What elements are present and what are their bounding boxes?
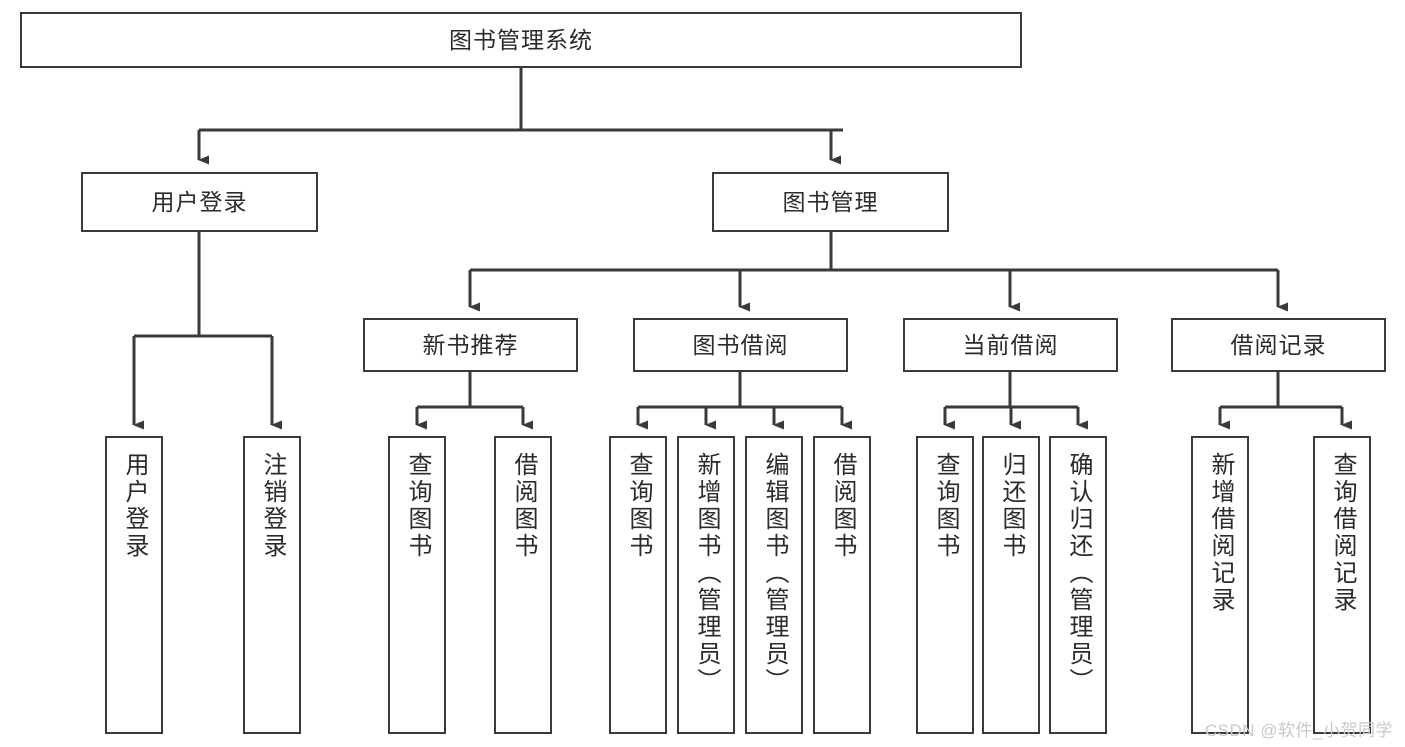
node-leaf-add-record-label: 新增借阅记录: [1206, 452, 1234, 614]
node-leaf-return-book[interactable]: 归还图书: [982, 436, 1040, 734]
node-leaf-add-book[interactable]: 新增图书（管理员）: [677, 436, 735, 734]
node-leaf-confirm-return-label: 确认归还（管理员）: [1064, 452, 1092, 695]
node-root[interactable]: 图书管理系统: [20, 12, 1022, 68]
node-leaf-confirm-return[interactable]: 确认归还（管理员）: [1049, 436, 1107, 734]
node-leaf-add-record[interactable]: 新增借阅记录: [1191, 436, 1249, 734]
node-leaf-user-login-label: 用户登录: [120, 452, 148, 560]
node-root-label: 图书管理系统: [449, 26, 593, 53]
node-leaf-add-book-label: 新增图书（管理员）: [692, 452, 720, 695]
node-new-book-recommend[interactable]: 新书推荐: [363, 318, 578, 372]
node-leaf-logout[interactable]: 注销登录: [243, 436, 301, 734]
node-leaf-logout-label: 注销登录: [258, 452, 286, 560]
node-leaf-query-record[interactable]: 查询借阅记录: [1313, 436, 1371, 734]
node-leaf-user-login[interactable]: 用户登录: [105, 436, 163, 734]
node-leaf-query-book-2-label: 查询图书: [624, 452, 652, 560]
node-leaf-edit-book[interactable]: 编辑图书（管理员）: [745, 436, 803, 734]
node-leaf-borrow-book-1[interactable]: 借阅图书: [494, 436, 552, 734]
node-book-management[interactable]: 图书管理: [712, 172, 949, 232]
node-book-management-label: 图书管理: [782, 188, 879, 215]
node-borrow-record-label: 借阅记录: [1230, 331, 1327, 358]
node-leaf-query-book-3-label: 查询图书: [931, 452, 959, 560]
node-new-book-recommend-label: 新书推荐: [422, 331, 519, 358]
node-leaf-query-book-1[interactable]: 查询图书: [388, 436, 446, 734]
node-current-borrow-label: 当前借阅: [962, 331, 1059, 358]
node-book-borrow-label: 图书借阅: [692, 331, 789, 358]
node-leaf-return-book-label: 归还图书: [997, 452, 1025, 560]
node-leaf-query-book-1-label: 查询图书: [403, 452, 431, 560]
node-user-login[interactable]: 用户登录: [81, 172, 318, 232]
node-leaf-query-book-2[interactable]: 查询图书: [609, 436, 667, 734]
node-leaf-query-record-label: 查询借阅记录: [1328, 452, 1356, 614]
watermark: CSDN @软件_小贺同学: [1204, 721, 1393, 740]
node-current-borrow[interactable]: 当前借阅: [903, 318, 1118, 372]
node-leaf-borrow-book-2[interactable]: 借阅图书: [813, 436, 871, 734]
node-book-borrow[interactable]: 图书借阅: [633, 318, 848, 372]
node-user-login-label: 用户登录: [151, 188, 248, 215]
node-leaf-query-book-3[interactable]: 查询图书: [916, 436, 974, 734]
node-leaf-borrow-book-1-label: 借阅图书: [509, 452, 537, 560]
node-leaf-borrow-book-2-label: 借阅图书: [828, 452, 856, 560]
node-borrow-record[interactable]: 借阅记录: [1171, 318, 1386, 372]
node-leaf-edit-book-label: 编辑图书（管理员）: [760, 452, 788, 695]
